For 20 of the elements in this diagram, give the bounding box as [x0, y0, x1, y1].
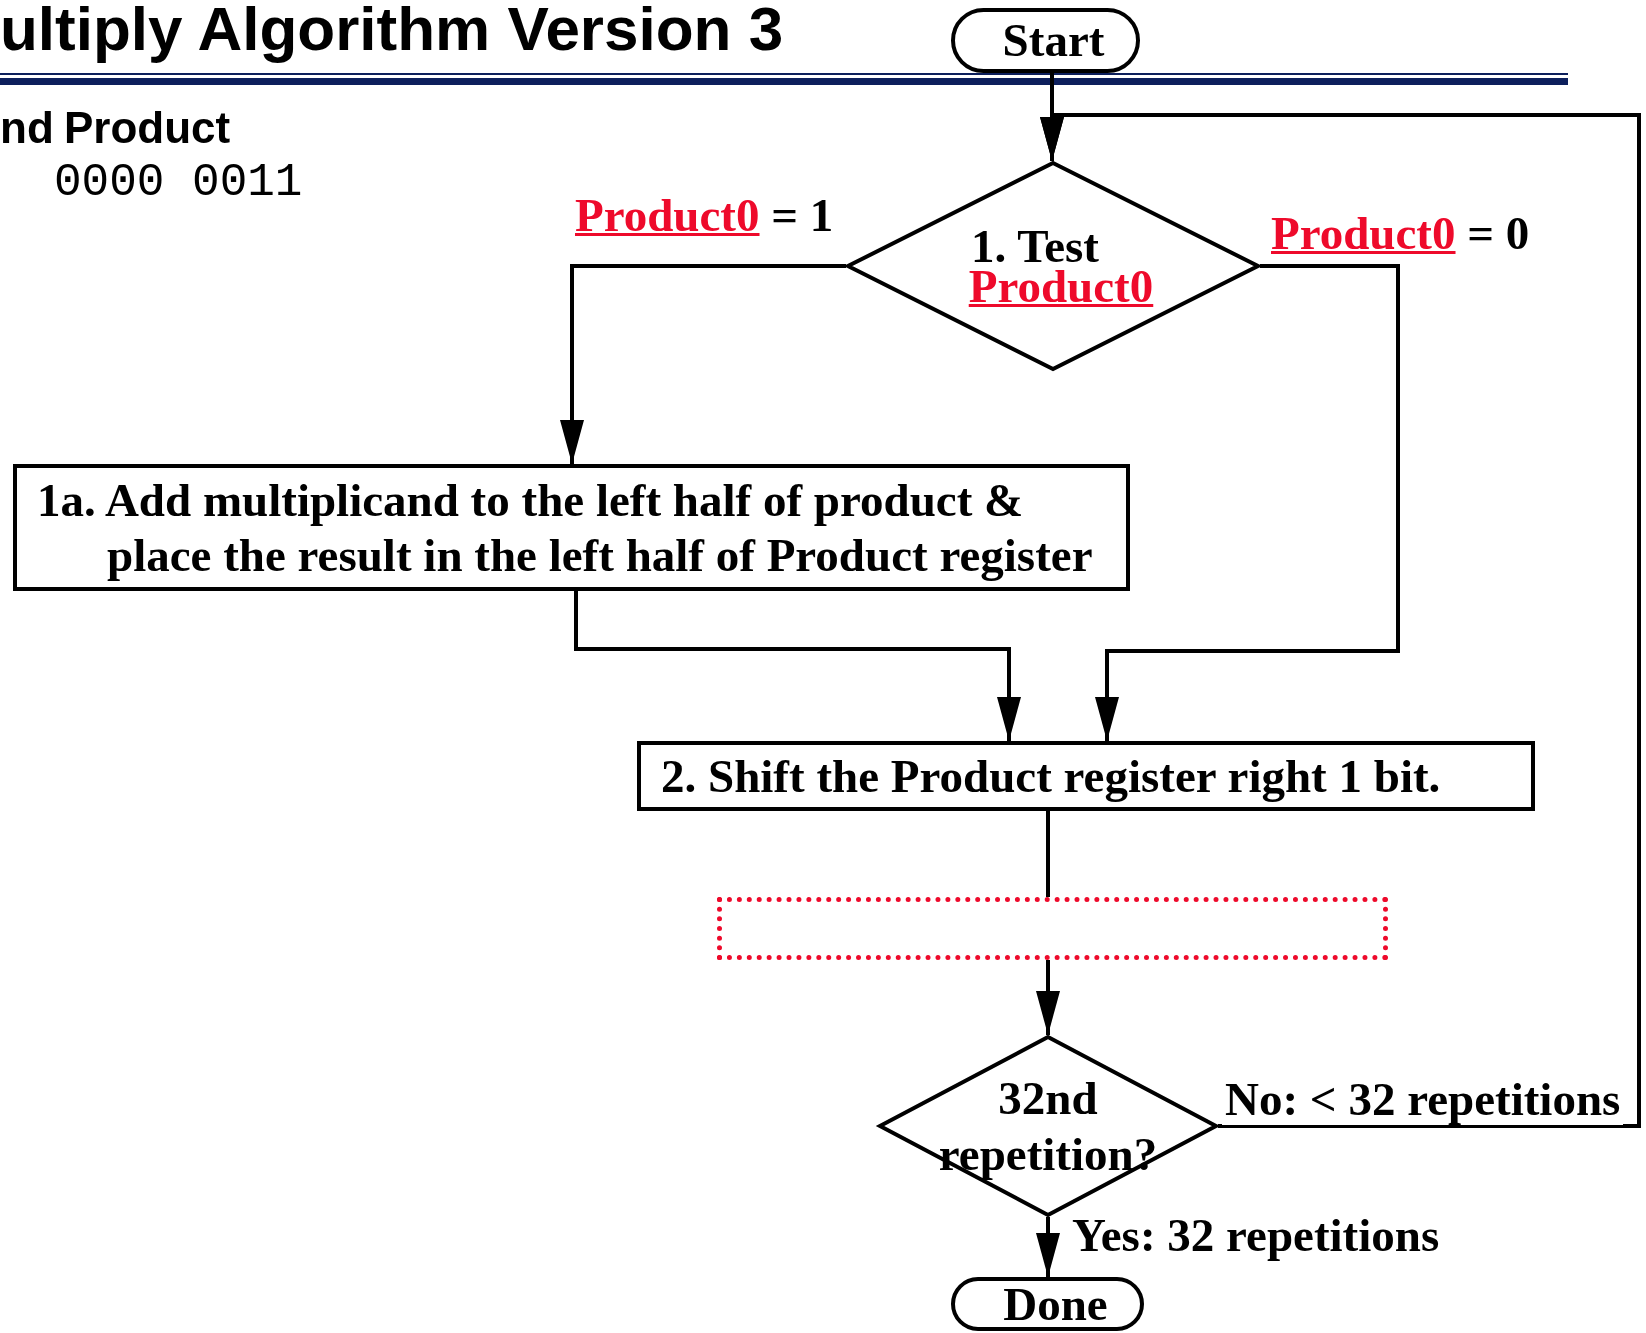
- node-text: Done: [1003, 1276, 1108, 1332]
- column-heading: Product: [64, 104, 231, 153]
- arrow: [574, 591, 1021, 741]
- process-box: [637, 741, 1535, 811]
- column-heading: nd: [0, 104, 54, 153]
- node-text: 2. Shift the Product register right 1 bit.: [661, 748, 1441, 804]
- node-text: 1a. Add multiplicand to the left half of product & place the result in the left half of Product register: [37, 473, 1094, 582]
- arrow: [1095, 264, 1400, 741]
- slide-title: ultiply Algorithm Version 3: [0, 0, 784, 65]
- dotted-box: [717, 897, 1388, 960]
- arrow: [1036, 960, 1060, 1035]
- terminal-box: [951, 1277, 1144, 1331]
- arrow: [1036, 1217, 1060, 1277]
- node-text: 32nd repetition?: [937, 1070, 1159, 1182]
- node-text: Start: [1002, 13, 1105, 69]
- arrow: [560, 264, 846, 464]
- connector-line: [1046, 811, 1050, 897]
- process-box: [13, 464, 1130, 591]
- binary-value: 0000 0011: [54, 158, 303, 209]
- arrow: [1040, 113, 1641, 1128]
